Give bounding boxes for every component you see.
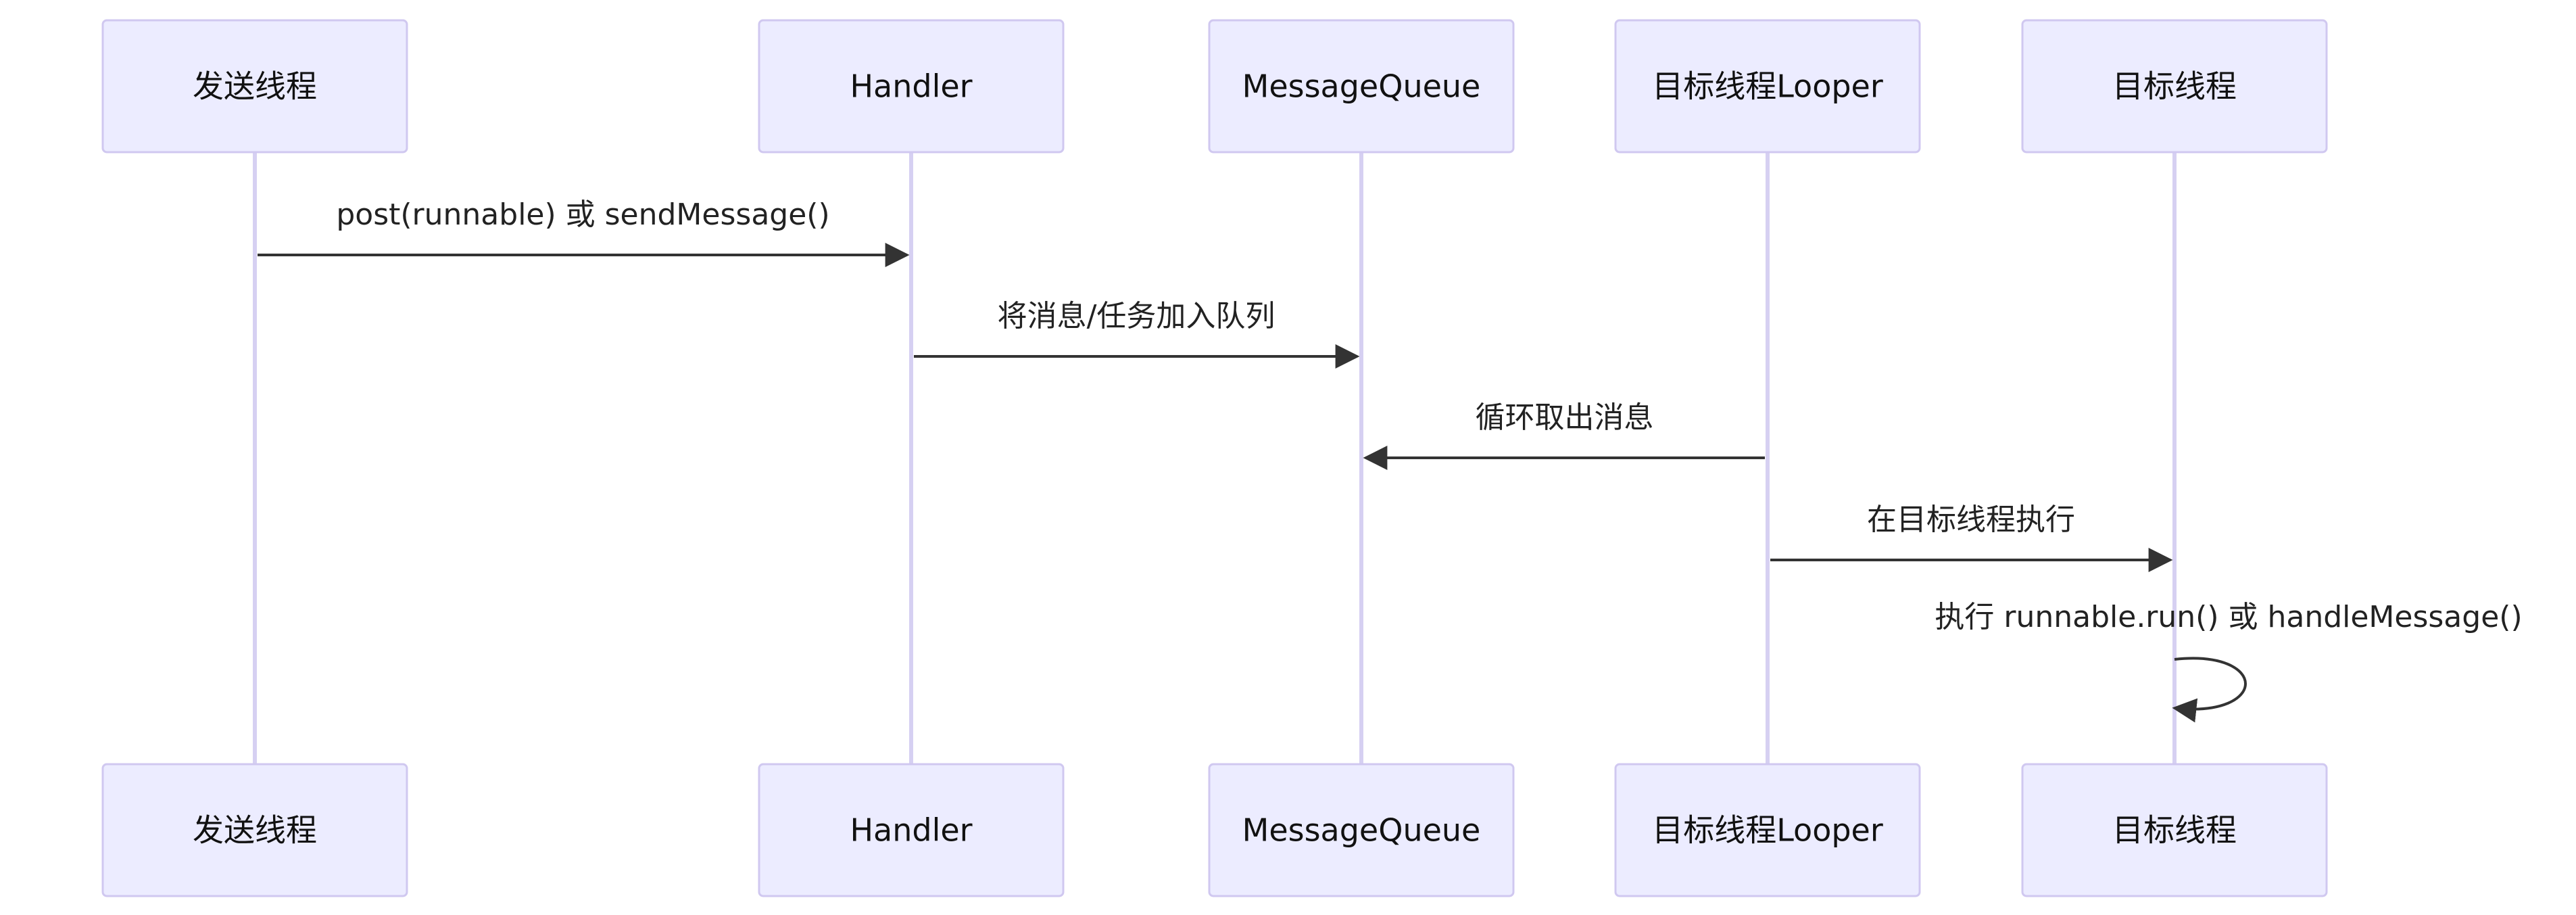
actor-box	[1208, 763, 1515, 897]
actor-handler-bottom: Handler	[758, 763, 1065, 897]
messages: post(runnable) 或 sendMessage() 将消息/任务加入队列…	[258, 197, 2523, 723]
actor-box	[101, 763, 408, 897]
actor-label: 目标线程Looper	[1652, 812, 1883, 849]
actor-box	[101, 19, 408, 154]
actor-label: 目标线程Looper	[1652, 68, 1883, 105]
actor-label: 发送线程	[193, 68, 317, 105]
actor-label: 目标线程	[2112, 812, 2237, 849]
message-label: 在目标线程执行	[1867, 502, 2075, 537]
actor-queue-bottom: MessageQueue	[1208, 763, 1515, 897]
message-1: post(runnable) 或 sendMessage()	[258, 197, 910, 267]
message-label: post(runnable) 或 sendMessage()	[336, 197, 829, 232]
actor-label: MessageQueue	[1242, 812, 1481, 849]
message-3: 循环取出消息	[1363, 400, 1765, 470]
actor-looper-top: 目标线程Looper	[1614, 19, 1921, 154]
actor-box	[1208, 19, 1515, 154]
actor-box	[758, 19, 1065, 154]
actor-label: MessageQueue	[1242, 68, 1481, 105]
actor-label: 目标线程	[2112, 68, 2237, 105]
actor-label: 发送线程	[193, 812, 317, 849]
actor-label: Handler	[850, 68, 972, 105]
actor-box	[758, 763, 1065, 897]
actor-box	[2021, 19, 2328, 154]
actor-looper-bottom: 目标线程Looper	[1614, 763, 1921, 897]
actor-box	[1614, 763, 1921, 897]
actor-sender-bottom: 发送线程	[101, 763, 408, 897]
message-label: 循环取出消息	[1476, 400, 1654, 435]
actor-handler-top: Handler	[758, 19, 1065, 154]
message-arrow	[2172, 657, 2247, 723]
actors-top: 发送线程 Handler MessageQueue 目标线程Looper 目标线程	[101, 19, 2328, 154]
actor-target-bottom: 目标线程	[2021, 763, 2328, 897]
message-label: 执行 runnable.run() 或 handleMessage()	[1935, 600, 2522, 634]
message-5: 执行 runnable.run() 或 handleMessage()	[1935, 600, 2523, 723]
actor-box	[2021, 763, 2328, 897]
message-2: 将消息/任务加入队列	[914, 299, 1360, 369]
actor-sender-top: 发送线程	[101, 19, 408, 154]
actor-box	[1614, 19, 1921, 154]
message-4: 在目标线程执行	[1770, 502, 2173, 572]
actors-bottom: 发送线程 Handler MessageQueue 目标线程Looper 目标线程	[101, 763, 2328, 897]
actor-queue-top: MessageQueue	[1208, 19, 1515, 154]
actor-label: Handler	[850, 812, 972, 849]
actor-target-top: 目标线程	[2021, 19, 2328, 154]
message-label: 将消息/任务加入队列	[998, 299, 1275, 333]
lifelines	[253, 152, 2177, 764]
